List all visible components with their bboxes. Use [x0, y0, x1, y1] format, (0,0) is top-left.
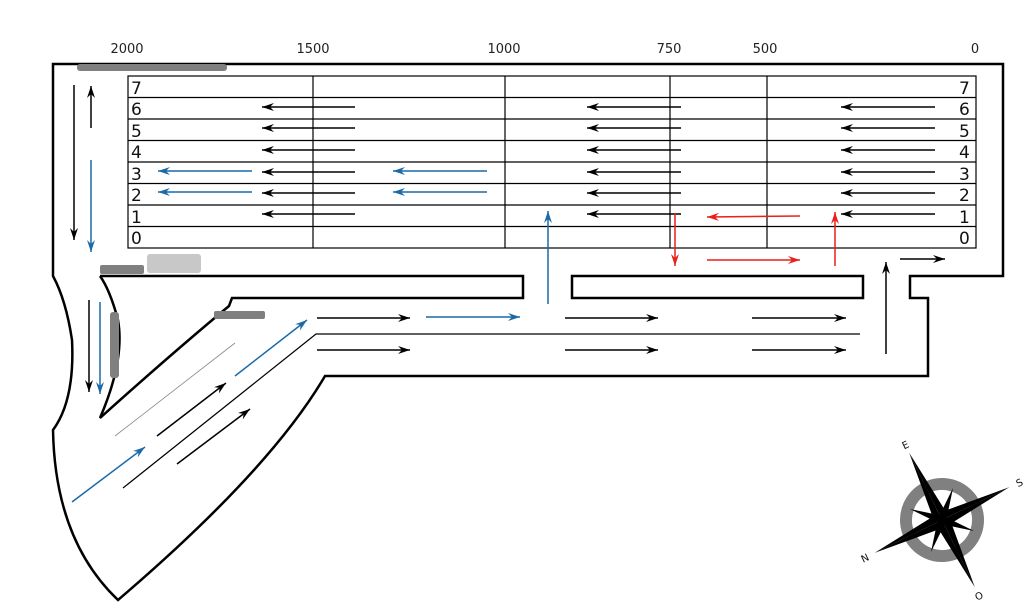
track-number: 5	[959, 122, 970, 142]
track-number: 0	[131, 229, 142, 249]
track-number: 6	[959, 100, 970, 120]
track-number: 6	[131, 100, 142, 120]
track-number: 0	[959, 229, 970, 249]
track-number: 4	[131, 143, 142, 163]
siding-line	[114, 342, 236, 437]
track-number: 4	[959, 143, 970, 163]
compass-north: N	[860, 552, 872, 565]
platform	[100, 265, 144, 274]
track-number: 7	[131, 79, 142, 99]
scale-label: 1500	[296, 42, 329, 57]
red-arrows	[671, 212, 839, 266]
track-number: 3	[131, 165, 142, 185]
track-grid	[127, 75, 977, 249]
track-number: 1	[131, 208, 142, 228]
scale-label: 0	[971, 42, 979, 57]
black-arrows	[70, 85, 945, 465]
distance-scale: 2000 1500 1000 750 500 0	[110, 42, 979, 57]
platforms	[77, 64, 265, 378]
platform	[110, 312, 119, 378]
blue-arrows	[71, 160, 552, 503]
scale-label: 1000	[487, 42, 520, 57]
scale-label: 2000	[110, 42, 143, 57]
compass-west: O	[974, 590, 986, 603]
track-number: 1	[959, 208, 970, 228]
platform	[147, 254, 201, 273]
track-number: 2	[131, 186, 142, 206]
track-numbers-left: 7 6 5 4 3 2 1 0	[131, 79, 142, 249]
track-number: 5	[131, 122, 142, 142]
track-number: 2	[959, 186, 970, 206]
platform	[214, 311, 265, 319]
compass-south: S	[1015, 477, 1024, 490]
yard-outline	[51, 62, 1005, 602]
lower-tracks	[122, 333, 860, 489]
track-numbers-right: 7 6 5 4 3 2 1 0	[959, 79, 970, 249]
platform	[77, 64, 227, 71]
compass-rose: N E S O	[860, 440, 1024, 604]
scale-label: 750	[657, 42, 682, 57]
scale-label: 500	[753, 42, 778, 57]
track-number: 3	[959, 165, 970, 185]
track-number: 7	[959, 79, 970, 99]
compass-east: E	[901, 440, 912, 453]
